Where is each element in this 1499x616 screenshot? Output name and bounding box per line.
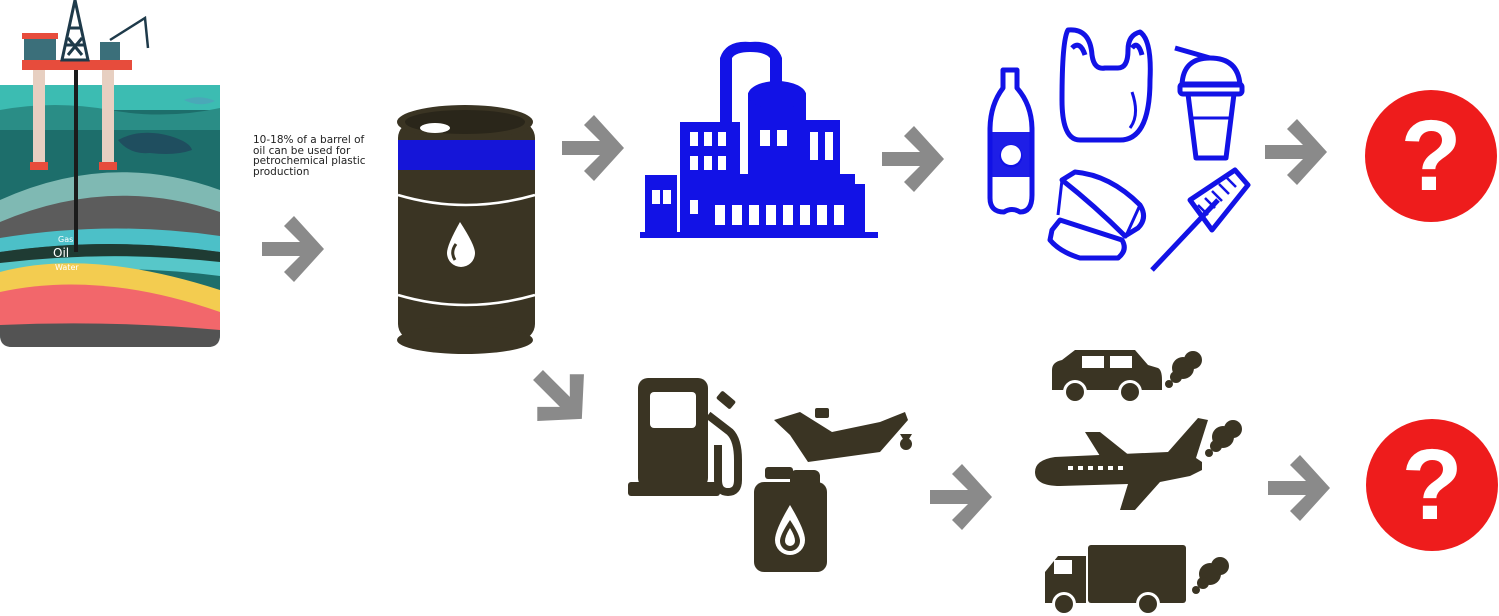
truck-icon bbox=[1045, 545, 1229, 616]
question-mark-top: ? bbox=[1400, 100, 1461, 212]
unknown-emissions-fate-icon: ? bbox=[1366, 419, 1498, 551]
arrow-barrel-to-fuels bbox=[514, 351, 606, 443]
unknown-plastic-fate-icon: ? bbox=[1365, 90, 1497, 222]
airplane-icon bbox=[1035, 418, 1242, 510]
refinery-icon bbox=[640, 41, 878, 238]
arrow-barrel-to-refinery bbox=[562, 115, 624, 181]
comb-icon bbox=[1150, 167, 1251, 272]
food-container-icon bbox=[1047, 169, 1146, 261]
oil-rig-icon: Gas Oil Water bbox=[0, 0, 220, 347]
jerrycan-icon bbox=[754, 467, 827, 572]
plastic-share-note: 10-18% of a barrel of oil can be used fo… bbox=[253, 134, 366, 178]
oil-barrel-icon bbox=[397, 105, 536, 354]
arrow-plastics-to-unknown bbox=[1265, 119, 1327, 185]
water-layer-label: Water bbox=[55, 263, 79, 272]
gas-layer-label: Gas bbox=[58, 235, 73, 244]
oil-can-icon bbox=[774, 408, 912, 462]
arrow-rig-to-barrel bbox=[262, 216, 324, 282]
plastic-cup-icon bbox=[1174, 45, 1245, 161]
arrow-refinery-to-plastics bbox=[882, 126, 944, 192]
fuel-pump-icon bbox=[628, 378, 742, 497]
arrow-vehicles-to-unknown bbox=[1268, 455, 1330, 521]
car-icon bbox=[1052, 350, 1202, 404]
plastic-bottle-icon bbox=[987, 67, 1035, 215]
oil-layer-label: Oil bbox=[53, 246, 69, 260]
question-mark-bottom: ? bbox=[1401, 429, 1462, 541]
plastic-bag-icon bbox=[1059, 27, 1153, 143]
arrow-fuels-to-vehicles bbox=[930, 464, 992, 530]
